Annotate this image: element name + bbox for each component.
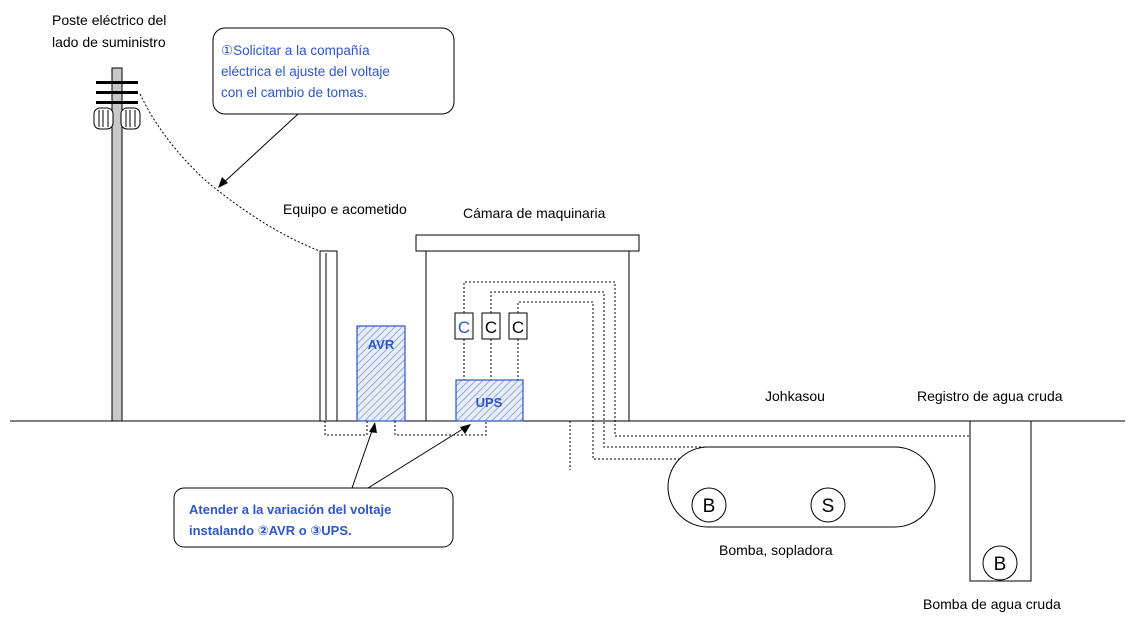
callout-avr-ups-line1: Atender a la variación del voltaje — [189, 502, 391, 517]
service-drop-line — [139, 93, 323, 253]
johkasou-label: Johkasou — [765, 388, 825, 404]
pump-b — [691, 487, 727, 523]
callout-tap-change-line2: eléctrica el ajuste del voltaje — [221, 64, 390, 79]
callout-tap-change-box — [212, 27, 455, 115]
breaker-3-label: C — [512, 318, 524, 337]
raw-water-pump-caption: Bomba de agua cruda — [923, 596, 1061, 612]
service-equipment-pole — [319, 250, 338, 422]
callout-avr-arrow — [351, 427, 374, 489]
avr-label: AVR — [368, 337, 395, 352]
raw-water-pump — [982, 545, 1018, 581]
underground-feed-ups — [394, 421, 487, 436]
breaker-1-label: C — [458, 318, 470, 337]
callout-avr-arrowhead — [369, 422, 377, 433]
pole-transformer — [93, 107, 141, 130]
raw-water-box-label: Registro de agua cruda — [917, 388, 1063, 404]
utility-pole — [93, 67, 141, 422]
avr-box — [356, 325, 406, 422]
pole-label-line1: Poste eléctrico del — [52, 12, 166, 28]
callout-tap-change-arrowhead — [218, 177, 228, 188]
service-equipment-label: Equipo e acometido — [283, 201, 407, 217]
callout-avr-ups-line2: instalando ②AVR o ③UPS. — [189, 523, 352, 538]
callout-avr-ups-box — [173, 487, 454, 548]
blower-s-label: S — [822, 496, 835, 517]
callout-ups-arrow — [367, 426, 467, 489]
callout-tap-change-line1: ①Solicitar a la compañía — [221, 43, 370, 58]
pole-label-line2: lado de suministro — [52, 34, 166, 50]
breaker-2-label: C — [485, 318, 497, 337]
raw-water-pump-label-b: B — [994, 554, 1007, 575]
pump-blower-label: Bomba, sopladora — [719, 542, 833, 558]
machine-room-label: Cámara de maquinaria — [463, 205, 606, 221]
johkasou-tank — [667, 446, 936, 528]
ups-label: UPS — [476, 395, 503, 410]
callout-tap-change-arrow — [219, 113, 299, 187]
wire-breaker2-out — [490, 291, 828, 487]
machine-room-roof — [415, 234, 640, 252]
pump-b-label: B — [703, 496, 716, 517]
ups-box — [455, 379, 524, 422]
callout-ups-arrowhead — [460, 424, 471, 434]
underground-feed-avr — [324, 421, 368, 436]
wire-breaker1-out — [463, 281, 1001, 541]
callout-tap-change-line3: con el cambio de tomas. — [221, 85, 367, 100]
blower-s — [810, 487, 846, 523]
